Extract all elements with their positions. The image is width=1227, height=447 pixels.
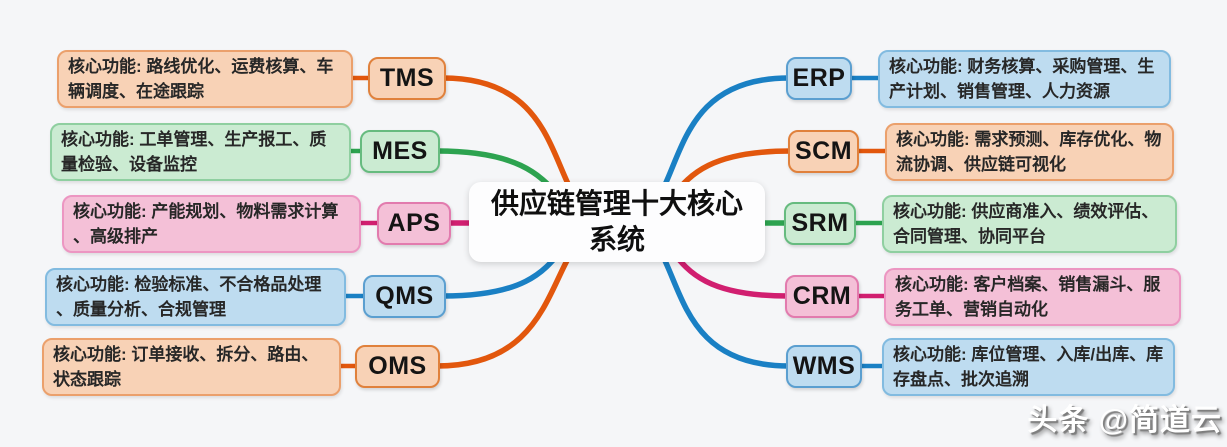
mes-description: 核心功能: 工单管理、生产报工、质量检验、设备监控 <box>50 123 351 181</box>
erp-node: ERP <box>786 56 852 100</box>
srm-node: SRM <box>784 201 856 245</box>
erp-description: 核心功能: 财务核算、采购管理、生产计划、销售管理、人力资源 <box>878 50 1171 108</box>
aps-description: 核心功能: 产能规划、物料需求计算、高级排产 <box>62 195 361 253</box>
oms-description: 核心功能: 订单接收、拆分、路由、状态跟踪 <box>42 338 341 396</box>
scm-node: SCM <box>788 129 859 173</box>
aps-node: APS <box>377 201 451 245</box>
crm-description: 核心功能: 客户档案、销售漏斗、服务工单、营销自动化 <box>884 268 1181 326</box>
tms-description: 核心功能: 路线优化、运费核算、车辆调度、在途跟踪 <box>57 50 353 108</box>
srm-description: 核心功能: 供应商准入、绩效评估、合同管理、协同平台 <box>882 195 1177 253</box>
qms-node: QMS <box>363 274 446 318</box>
watermark-text: 头条 @简道云 <box>1027 404 1222 437</box>
oms-node: OMS <box>355 344 440 388</box>
tms-node: TMS <box>368 56 446 100</box>
scm-description: 核心功能: 需求预测、库存优化、物流协调、供应链可视化 <box>885 123 1174 181</box>
qms-description: 核心功能: 检验标准、不合格品处理、质量分析、合规管理 <box>45 268 346 326</box>
mes-node: MES <box>360 129 440 173</box>
wms-description: 核心功能: 库位管理、入库/出库、库存盘点、批次追溯 <box>882 338 1175 396</box>
wms-node: WMS <box>786 344 862 388</box>
crm-node: CRM <box>785 274 859 318</box>
central-topic: 供应链管理十大核心系统 <box>469 182 765 262</box>
